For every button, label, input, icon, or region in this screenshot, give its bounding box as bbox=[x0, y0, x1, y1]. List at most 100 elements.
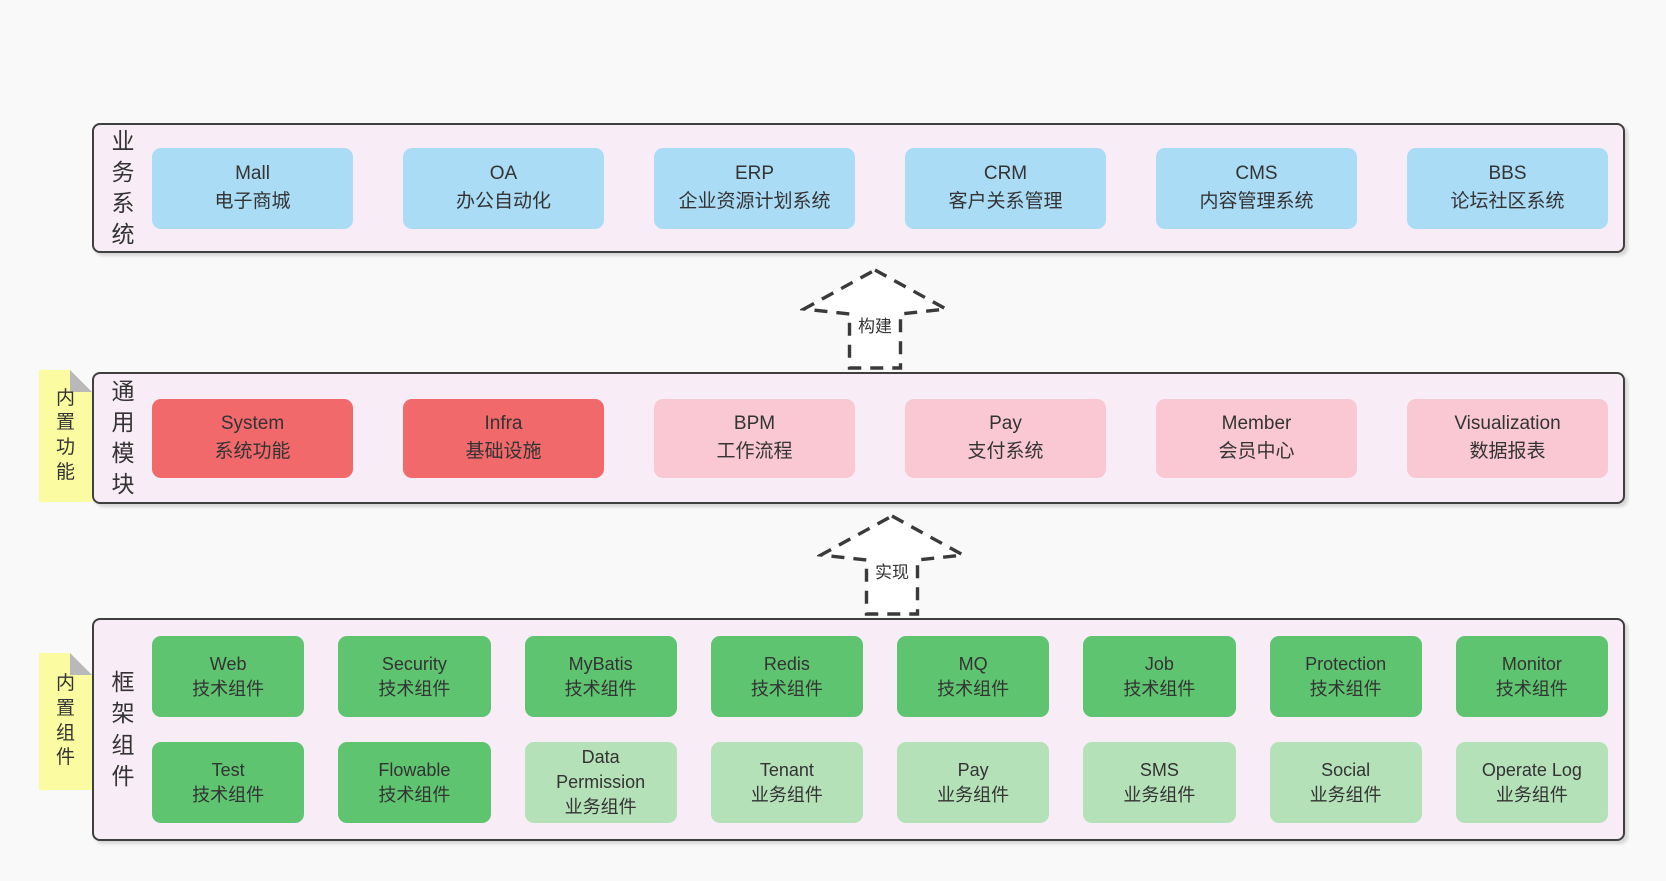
box-oa: OA 办公自动化 bbox=[403, 147, 604, 229]
panel-business-label: 业务系统 bbox=[111, 127, 135, 248]
box-bpm-title: BPM bbox=[733, 413, 776, 435]
box-security: Security 技术组件 bbox=[338, 636, 491, 717]
note-built-in-components-label: 内置组件 bbox=[55, 673, 75, 769]
box-visualization-subtitle: 数据报表 bbox=[1469, 441, 1546, 462]
box-job-title: Job bbox=[1144, 653, 1174, 674]
modules-boxes-grid: System 系统功能 Infra 基础设施 BPM 工作流程 Pay 支付系统… bbox=[152, 374, 1623, 502]
box-pay-module: Pay 支付系统 bbox=[905, 398, 1106, 478]
box-social: Social 业务组件 bbox=[1269, 742, 1422, 823]
box-oa-subtitle: 办公自动化 bbox=[455, 191, 551, 212]
box-web: Web 技术组件 bbox=[152, 636, 305, 717]
box-pay-module-title: Pay bbox=[989, 413, 1022, 435]
box-member-title: Member bbox=[1221, 413, 1292, 435]
box-test-title: Test bbox=[211, 759, 245, 780]
box-sms-title: SMS bbox=[1139, 759, 1179, 780]
box-mybatis-subtitle: 技术组件 bbox=[564, 678, 637, 699]
panel-framework-label: 框架组件 bbox=[111, 669, 135, 789]
box-security-title: Security bbox=[381, 653, 447, 674]
box-system-title: System bbox=[220, 413, 285, 435]
box-mq: MQ 技术组件 bbox=[897, 636, 1050, 717]
panel-framework-label-wrap: 框架组件 bbox=[94, 620, 152, 839]
box-bbs: BBS 论坛社区系统 bbox=[1407, 147, 1608, 229]
box-operate-log-subtitle: 业务组件 bbox=[1495, 784, 1568, 805]
note-built-in-features-label: 内置功能 bbox=[55, 387, 75, 483]
box-bbs-subtitle: 论坛社区系统 bbox=[1450, 191, 1565, 212]
business-boxes-grid: Mall 电子商城 OA 办公自动化 ERP 企业资源计划系统 CRM 客户关系… bbox=[152, 125, 1623, 251]
box-mall-subtitle: 电子商城 bbox=[214, 191, 291, 212]
box-member: Member 会员中心 bbox=[1156, 398, 1357, 478]
box-visualization-title: Visualization bbox=[1454, 413, 1561, 435]
panel-framework-components: 框架组件 Web 技术组件 Security 技术组件 MyBatis 技术组件… bbox=[92, 618, 1625, 841]
box-flowable-title: Flowable bbox=[378, 759, 451, 780]
box-redis-title: Redis bbox=[763, 653, 810, 674]
box-redis-subtitle: 技术组件 bbox=[750, 678, 823, 699]
box-crm: CRM 客户关系管理 bbox=[905, 147, 1106, 229]
panel-modules-label-wrap: 通用模块 bbox=[94, 374, 152, 502]
box-visualization: Visualization 数据报表 bbox=[1407, 398, 1608, 478]
box-monitor-subtitle: 技术组件 bbox=[1495, 678, 1568, 699]
box-job-subtitle: 技术组件 bbox=[1123, 678, 1196, 699]
panel-business-systems: 业务系统 Mall 电子商城 OA 办公自动化 ERP 企业资源计划系统 CRM… bbox=[92, 123, 1625, 253]
box-erp: ERP 企业资源计划系统 bbox=[654, 147, 855, 229]
box-mybatis: MyBatis 技术组件 bbox=[524, 636, 677, 717]
box-bpm-subtitle: 工作流程 bbox=[716, 441, 793, 462]
box-flowable: Flowable 技术组件 bbox=[338, 742, 491, 823]
box-web-title: Web bbox=[209, 653, 247, 674]
box-monitor: Monitor 技术组件 bbox=[1455, 636, 1608, 717]
box-test: Test 技术组件 bbox=[152, 742, 305, 823]
box-sms-subtitle: 业务组件 bbox=[1123, 784, 1196, 805]
box-security-subtitle: 技术组件 bbox=[378, 678, 451, 699]
box-crm-subtitle: 客户关系管理 bbox=[948, 191, 1063, 212]
framework-boxes-grid: Web 技术组件 Security 技术组件 MyBatis 技术组件 Redi… bbox=[152, 620, 1623, 839]
box-redis: Redis 技术组件 bbox=[710, 636, 863, 717]
note-built-in-components: 内置组件 bbox=[39, 653, 92, 790]
panel-modules-label: 通用模块 bbox=[111, 377, 135, 498]
box-data-permission-title: Data Permission bbox=[556, 747, 646, 793]
box-mq-title: MQ bbox=[958, 653, 988, 674]
box-protection: Protection 技术组件 bbox=[1269, 636, 1422, 717]
box-operate-log-title: Operate Log bbox=[1481, 759, 1582, 780]
note-built-in-features: 内置功能 bbox=[39, 370, 92, 502]
box-pay-module-subtitle: 支付系统 bbox=[967, 441, 1044, 462]
box-oa-title: OA bbox=[489, 163, 518, 185]
box-flowable-subtitle: 技术组件 bbox=[378, 784, 451, 805]
box-cms-subtitle: 内容管理系统 bbox=[1199, 191, 1314, 212]
box-tenant-subtitle: 业务组件 bbox=[750, 784, 823, 805]
box-system-subtitle: 系统功能 bbox=[214, 441, 291, 462]
box-data-permission-subtitle: 业务组件 bbox=[564, 796, 637, 817]
box-erp-subtitle: 企业资源计划系统 bbox=[678, 191, 831, 212]
build-arrow-label: 构建 bbox=[858, 317, 892, 336]
box-monitor-title: Monitor bbox=[1501, 653, 1562, 674]
box-pay-component-subtitle: 业务组件 bbox=[937, 784, 1010, 805]
box-mall-title: Mall bbox=[235, 163, 270, 185]
panel-business-label-wrap: 业务系统 bbox=[94, 125, 152, 251]
box-tenant-title: Tenant bbox=[759, 759, 814, 780]
box-member-subtitle: 会员中心 bbox=[1218, 441, 1295, 462]
box-bpm: BPM 工作流程 bbox=[654, 398, 855, 478]
box-bbs-title: BBS bbox=[1488, 163, 1527, 185]
implement-arrow-label: 实现 bbox=[875, 563, 909, 582]
box-system: System 系统功能 bbox=[152, 398, 353, 478]
box-tenant: Tenant 业务组件 bbox=[710, 742, 863, 823]
box-protection-subtitle: 技术组件 bbox=[1309, 678, 1382, 699]
box-operate-log: Operate Log 业务组件 bbox=[1455, 742, 1608, 823]
box-infra: Infra 基础设施 bbox=[403, 398, 604, 478]
box-sms: SMS 业务组件 bbox=[1083, 742, 1236, 823]
box-protection-title: Protection bbox=[1305, 653, 1387, 674]
box-infra-title: Infra bbox=[484, 413, 523, 435]
build-up-arrow-icon: 构建 bbox=[800, 268, 950, 370]
box-cms: CMS 内容管理系统 bbox=[1156, 147, 1357, 229]
box-erp-title: ERP bbox=[734, 163, 775, 185]
box-mq-subtitle: 技术组件 bbox=[937, 678, 1010, 699]
box-pay-component: Pay 业务组件 bbox=[897, 742, 1050, 823]
box-job: Job 技术组件 bbox=[1083, 636, 1236, 717]
box-test-subtitle: 技术组件 bbox=[192, 784, 265, 805]
box-pay-component-title: Pay bbox=[957, 759, 989, 780]
box-web-subtitle: 技术组件 bbox=[192, 678, 265, 699]
box-crm-title: CRM bbox=[983, 163, 1028, 185]
panel-common-modules: 通用模块 System 系统功能 Infra 基础设施 BPM 工作流程 Pay… bbox=[92, 372, 1625, 504]
box-mybatis-title: MyBatis bbox=[568, 653, 633, 674]
implement-up-arrow-icon: 实现 bbox=[817, 514, 967, 616]
box-mall: Mall 电子商城 bbox=[152, 147, 353, 229]
